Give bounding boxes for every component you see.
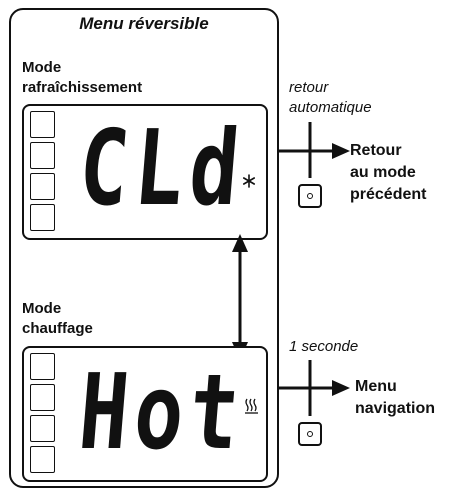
auto-return-label-line1: retour bbox=[289, 79, 329, 96]
heating-display-text: Hot bbox=[74, 351, 250, 473]
reversible-menu-panel bbox=[9, 8, 279, 488]
return-label-line1: Retour bbox=[350, 142, 402, 159]
one-second-label: 1 seconde bbox=[289, 338, 359, 355]
navigation-button[interactable] bbox=[298, 422, 322, 446]
return-arrow bbox=[278, 122, 350, 178]
navigation-label-line2: navigation bbox=[355, 400, 436, 417]
heating-lcd-display: Hot bbox=[22, 346, 268, 482]
cooling-mode-label-line2: rafraîchissement bbox=[22, 79, 143, 96]
snowflake-icon bbox=[242, 174, 255, 188]
auto-return-label: retour automatique bbox=[289, 78, 372, 118]
panel-title: Menu réversible bbox=[79, 14, 209, 33]
segment-indicator bbox=[30, 173, 55, 200]
return-label-line3: précédent bbox=[350, 186, 427, 203]
segment-indicator bbox=[30, 353, 55, 380]
navigation-label-line1: Menu bbox=[355, 378, 397, 395]
heating-mode-label-line2: chauffage bbox=[22, 320, 93, 337]
segment-indicator bbox=[30, 384, 55, 411]
segment-indicator bbox=[30, 204, 55, 231]
button-dot-icon bbox=[307, 193, 313, 199]
button-dot-icon bbox=[307, 431, 313, 437]
segment-indicator bbox=[30, 446, 55, 473]
heat-waves-icon bbox=[245, 398, 258, 414]
navigation-arrow bbox=[278, 360, 350, 416]
cooling-mode-label-line1: Mode bbox=[22, 59, 62, 76]
auto-return-label-line2: automatique bbox=[289, 99, 372, 116]
cooling-mode-label: Mode rafraîchissement bbox=[22, 58, 142, 98]
heating-mode-label: Mode chauffage bbox=[22, 299, 93, 339]
navigation-menu-label: Menu navigation bbox=[355, 376, 435, 420]
cooling-lcd-display: CLd bbox=[22, 104, 268, 240]
mode-toggle-double-arrow bbox=[232, 234, 248, 360]
return-button[interactable] bbox=[298, 184, 322, 208]
segment-indicator bbox=[30, 415, 55, 442]
segment-indicator bbox=[30, 142, 55, 169]
cooling-display-text: CLd bbox=[74, 107, 250, 229]
return-label-line2: au mode bbox=[350, 164, 416, 181]
return-previous-mode-label: Retour au mode précédent bbox=[350, 140, 426, 206]
heating-mode-label-line1: Mode bbox=[22, 300, 62, 317]
segment-indicator bbox=[30, 111, 55, 138]
